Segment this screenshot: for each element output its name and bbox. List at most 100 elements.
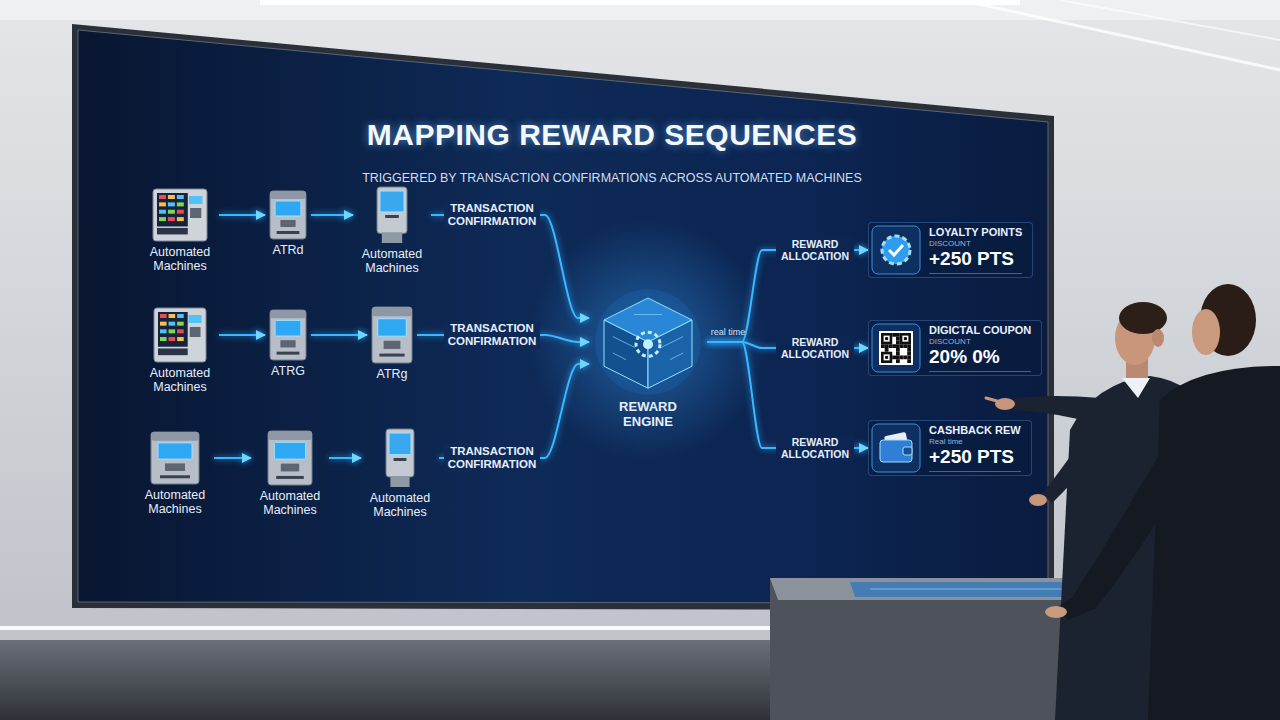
icon-part <box>670 353 683 360</box>
icon-part <box>896 352 900 356</box>
icon-part <box>372 307 412 316</box>
icon-part <box>884 336 890 342</box>
icon-part <box>157 193 188 226</box>
icon-part <box>900 333 911 344</box>
icon-part <box>595 289 701 395</box>
icon-part <box>881 352 892 363</box>
edge-label: TRANSACTION CONFIRMATION <box>444 321 540 349</box>
icon-part <box>892 356 896 360</box>
icon-part <box>390 476 409 487</box>
flow-connector <box>219 214 265 216</box>
ceiling-light <box>260 0 1020 5</box>
icon-part <box>881 333 892 344</box>
icon-part <box>634 314 662 315</box>
icon-part <box>904 344 908 348</box>
icon-part <box>900 356 904 360</box>
machine-label: Automated Machines <box>357 247 427 276</box>
icon-part <box>389 433 411 455</box>
icon-part <box>904 337 907 340</box>
ceiling <box>0 0 1280 20</box>
icon-part <box>896 341 900 345</box>
engine-label: REWARD ENGINE <box>606 400 690 430</box>
icon-part <box>277 231 300 234</box>
illustration-part <box>986 398 997 401</box>
icon-part <box>189 315 202 323</box>
icon-part <box>907 344 911 348</box>
icon-part <box>386 429 414 477</box>
icon-part <box>268 431 312 485</box>
icon-part <box>157 228 188 234</box>
ceiling-light <box>960 0 1280 70</box>
card-value: +250 PTS <box>929 446 1021 469</box>
reward-engine: REWARD ENGINE <box>589 285 707 430</box>
icon-part <box>896 344 900 348</box>
subtitle: TRIGGERED BY TRANSACTION CONFIRMATIONS A… <box>362 171 862 185</box>
illustration-part <box>995 398 1015 410</box>
reward-card: CASHBACK REWReal time+250 PTS <box>868 420 1032 476</box>
icon-part <box>153 189 207 241</box>
machine-label: Automated Machines <box>145 245 215 274</box>
icon-part <box>889 344 893 348</box>
machine-label: ATRg <box>376 367 407 381</box>
icon-part <box>159 195 166 199</box>
icon-part <box>900 344 904 348</box>
icon-part <box>276 476 304 479</box>
icon-part <box>382 232 402 243</box>
icon-part <box>896 356 900 360</box>
card-title: DIGICTAL COUPON <box>929 324 1031 337</box>
icon-part <box>177 210 184 214</box>
icon-part <box>892 333 896 337</box>
illustration-part <box>1122 378 1150 398</box>
card-value: +250 PTS <box>929 248 1022 271</box>
machine-node: Automated Machines <box>136 429 214 517</box>
illustration-part <box>1152 329 1164 347</box>
icon-part <box>903 447 912 455</box>
icon-part <box>896 337 900 341</box>
illustration-part <box>1192 309 1220 355</box>
icon-part <box>177 202 184 206</box>
icon-part <box>168 202 175 206</box>
icon-part <box>648 320 692 388</box>
icon-part <box>270 191 306 239</box>
icon-part <box>160 337 167 341</box>
icon-part <box>160 314 167 318</box>
icon-part <box>270 310 306 318</box>
machine-label: Automated Machines <box>255 489 325 518</box>
atm-icon <box>269 309 307 361</box>
icon-part <box>896 359 900 363</box>
icon-part <box>151 432 199 441</box>
icon-part <box>872 424 920 472</box>
icon-part <box>885 344 889 348</box>
card-text-column: DIGICTAL COUPONDISCOUNT20% 0% <box>929 324 1031 373</box>
icon-part <box>384 341 401 349</box>
icon-part <box>151 432 199 484</box>
icon-part <box>880 440 912 462</box>
atm-icon <box>269 190 307 240</box>
display-screen <box>78 30 1048 603</box>
edge-label: TRANSACTION CONFIRMATION <box>444 444 540 472</box>
icon-part <box>907 359 911 363</box>
icon-part <box>177 314 184 318</box>
connector-group <box>214 215 868 458</box>
icon-part <box>169 322 176 326</box>
icon-part <box>275 201 301 216</box>
atm-icon <box>371 306 413 364</box>
reward-card: LOYALTY POINTSDISCOUNT+250 PTS <box>868 222 1033 278</box>
card-subtitle: DISCOUNT <box>929 337 1031 347</box>
icon-part <box>177 329 184 333</box>
icon-part <box>168 195 175 199</box>
card-text-column: CASHBACK REWReal time+250 PTS <box>929 424 1021 473</box>
icon-part <box>882 236 910 264</box>
illustration-part <box>870 589 1080 590</box>
icon-part <box>377 187 407 233</box>
icon-part <box>872 226 920 274</box>
card-subtitle: Real time <box>929 437 1021 447</box>
machine-label: ATRG <box>271 364 305 378</box>
flow-note: real time <box>711 327 746 337</box>
reward-card: DIGICTAL COUPONDISCOUNT20% 0% <box>868 320 1042 376</box>
icon-part <box>177 322 184 326</box>
icon-part <box>881 344 885 348</box>
icon-part <box>158 348 188 355</box>
